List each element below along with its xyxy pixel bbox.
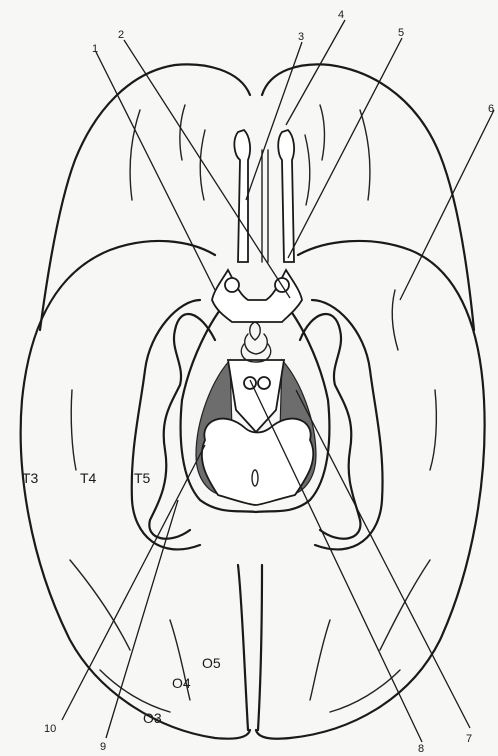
- tuber-cinereum: [241, 322, 270, 362]
- interhemispheric-groove: [262, 150, 268, 262]
- label-o5: O5: [202, 655, 221, 671]
- label-8: 8: [418, 743, 424, 755]
- label-9: 9: [100, 741, 106, 753]
- label-2: 2: [118, 29, 124, 41]
- label-4: 4: [338, 9, 344, 21]
- label-t4: T4: [80, 470, 97, 486]
- label-1: 1: [92, 43, 98, 55]
- left-optic-nerve-cut: [225, 278, 239, 292]
- label-o4: O4: [172, 675, 191, 691]
- label-t5: T5: [134, 470, 151, 486]
- label-o3: O3: [143, 710, 162, 726]
- right-temporal-gyrus: [312, 300, 383, 549]
- left-temporal-gyrus: [132, 300, 200, 549]
- right-mammillary-body: [258, 377, 270, 389]
- label-7: 7: [466, 733, 472, 745]
- label-3: 3: [298, 31, 304, 43]
- left-mammillary-body: [244, 377, 256, 389]
- label-6: 6: [488, 103, 494, 115]
- label-5: 5: [398, 27, 404, 39]
- label-10: 10: [44, 723, 56, 735]
- right-olfactory-tract: [278, 130, 294, 262]
- label-t3: T3: [22, 470, 39, 486]
- longitudinal-fissure: [238, 565, 262, 730]
